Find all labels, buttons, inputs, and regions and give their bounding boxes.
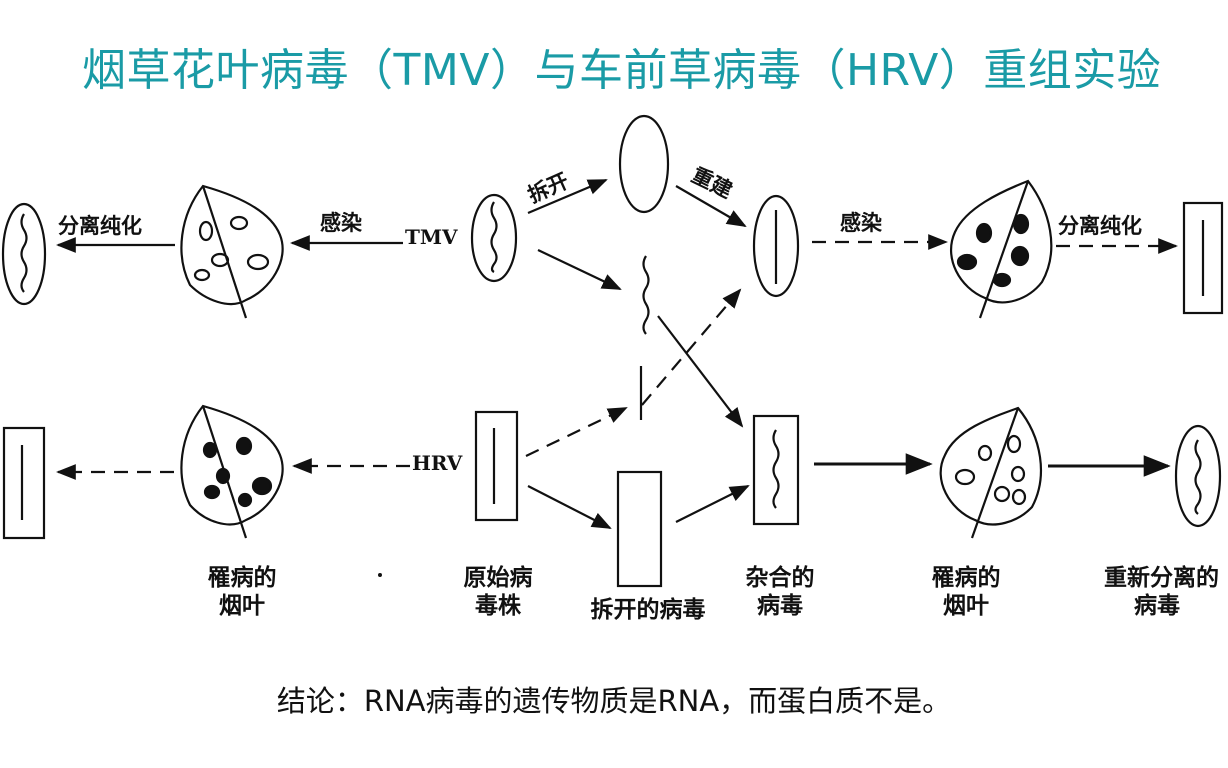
label-infect-right: 感染 [840, 210, 882, 235]
protein-to-hybrid-arrow [675, 485, 750, 523]
label-isolate-left: 分离纯化 [58, 213, 142, 238]
hrv-protein-coat [616, 470, 663, 588]
caption-split-virus: 拆开的病毒 [590, 596, 706, 623]
rebuild-arrow [675, 185, 747, 227]
tmv-particle-isolated [1, 202, 47, 306]
hrv-to-rna-arrow [525, 407, 628, 457]
tmv-rna [642, 255, 650, 335]
hrv-rna-to-rebuilt-arrow [641, 288, 742, 406]
stray-dot [378, 573, 382, 577]
leaf-tmv-infected [180, 184, 284, 319]
tmv-particle [470, 193, 518, 283]
rebuilt-hybrid-particle [752, 194, 800, 298]
label-split: 拆开 [524, 168, 573, 208]
caption-original-strain: 原始病 毒株 [463, 564, 533, 619]
hrv-particle-isolated [2, 426, 46, 540]
tmv-rna-to-hybrid-arrow [657, 315, 744, 428]
hybrid-virus [752, 414, 800, 526]
caption-hybrid-virus: 杂合的 病毒 [745, 564, 815, 619]
hrv-to-protein-arrow [527, 485, 612, 529]
label-hrv: HRV [412, 451, 463, 475]
hrv-particle [474, 410, 519, 522]
caption-diseased-leaf-right: 罹病的 烟叶 [931, 564, 1001, 619]
label-tmv: TMV [405, 225, 458, 249]
caption-reisolated-virus: 重新分离的 病毒 [1104, 564, 1219, 619]
label-infect-left: 感染 [320, 210, 362, 235]
tmv-particle-reisolated [1174, 424, 1222, 528]
page-title: 烟草花叶病毒（TMV）与车前草病毒（HRV）重组实验 [82, 45, 1162, 96]
split-arrow [527, 178, 608, 215]
hrv-particle-isolated-top [1182, 201, 1224, 315]
leaf-tmv-infected-bottom [939, 406, 1043, 539]
caption-diseased-leaf-left: 罹病的 烟叶 [207, 564, 277, 619]
label-isolate-right: 分离纯化 [1058, 213, 1142, 238]
leaf-hrv-infected [180, 404, 284, 539]
leaf-hrv-infected-top [950, 179, 1053, 319]
tmv-to-rna-arrow [537, 249, 622, 290]
tmv-protein-coat [618, 114, 670, 214]
conclusion-text: 结论：RNA病毒的遗传物质是RNA，而蛋白质不是。 [276, 684, 952, 718]
